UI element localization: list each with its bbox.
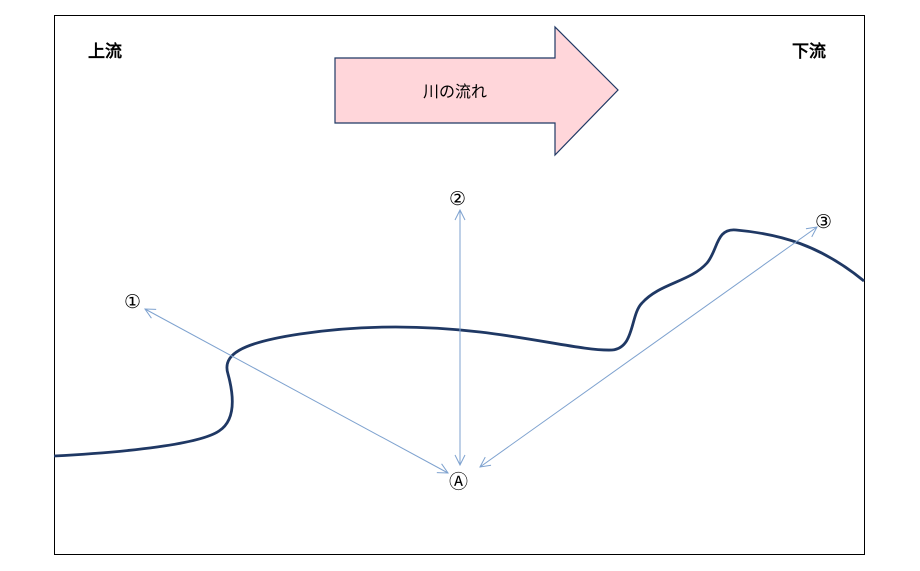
flow-direction-label: 川の流れ bbox=[423, 82, 487, 101]
measure-line-a-to-1 bbox=[145, 309, 448, 473]
measure-line-a-to-3 bbox=[480, 227, 817, 467]
point-label-2: ② bbox=[449, 188, 466, 210]
upstream-label: 上流 bbox=[88, 41, 122, 62]
downstream-label: 下流 bbox=[792, 41, 826, 62]
flow-direction-arrow bbox=[334, 25, 619, 157]
point-label-a: Ⓐ bbox=[449, 471, 468, 493]
point-label-3: ③ bbox=[815, 211, 832, 233]
river-bank-line bbox=[53, 228, 865, 458]
diagram-frame bbox=[54, 15, 865, 555]
point-label-1: ① bbox=[124, 291, 141, 313]
